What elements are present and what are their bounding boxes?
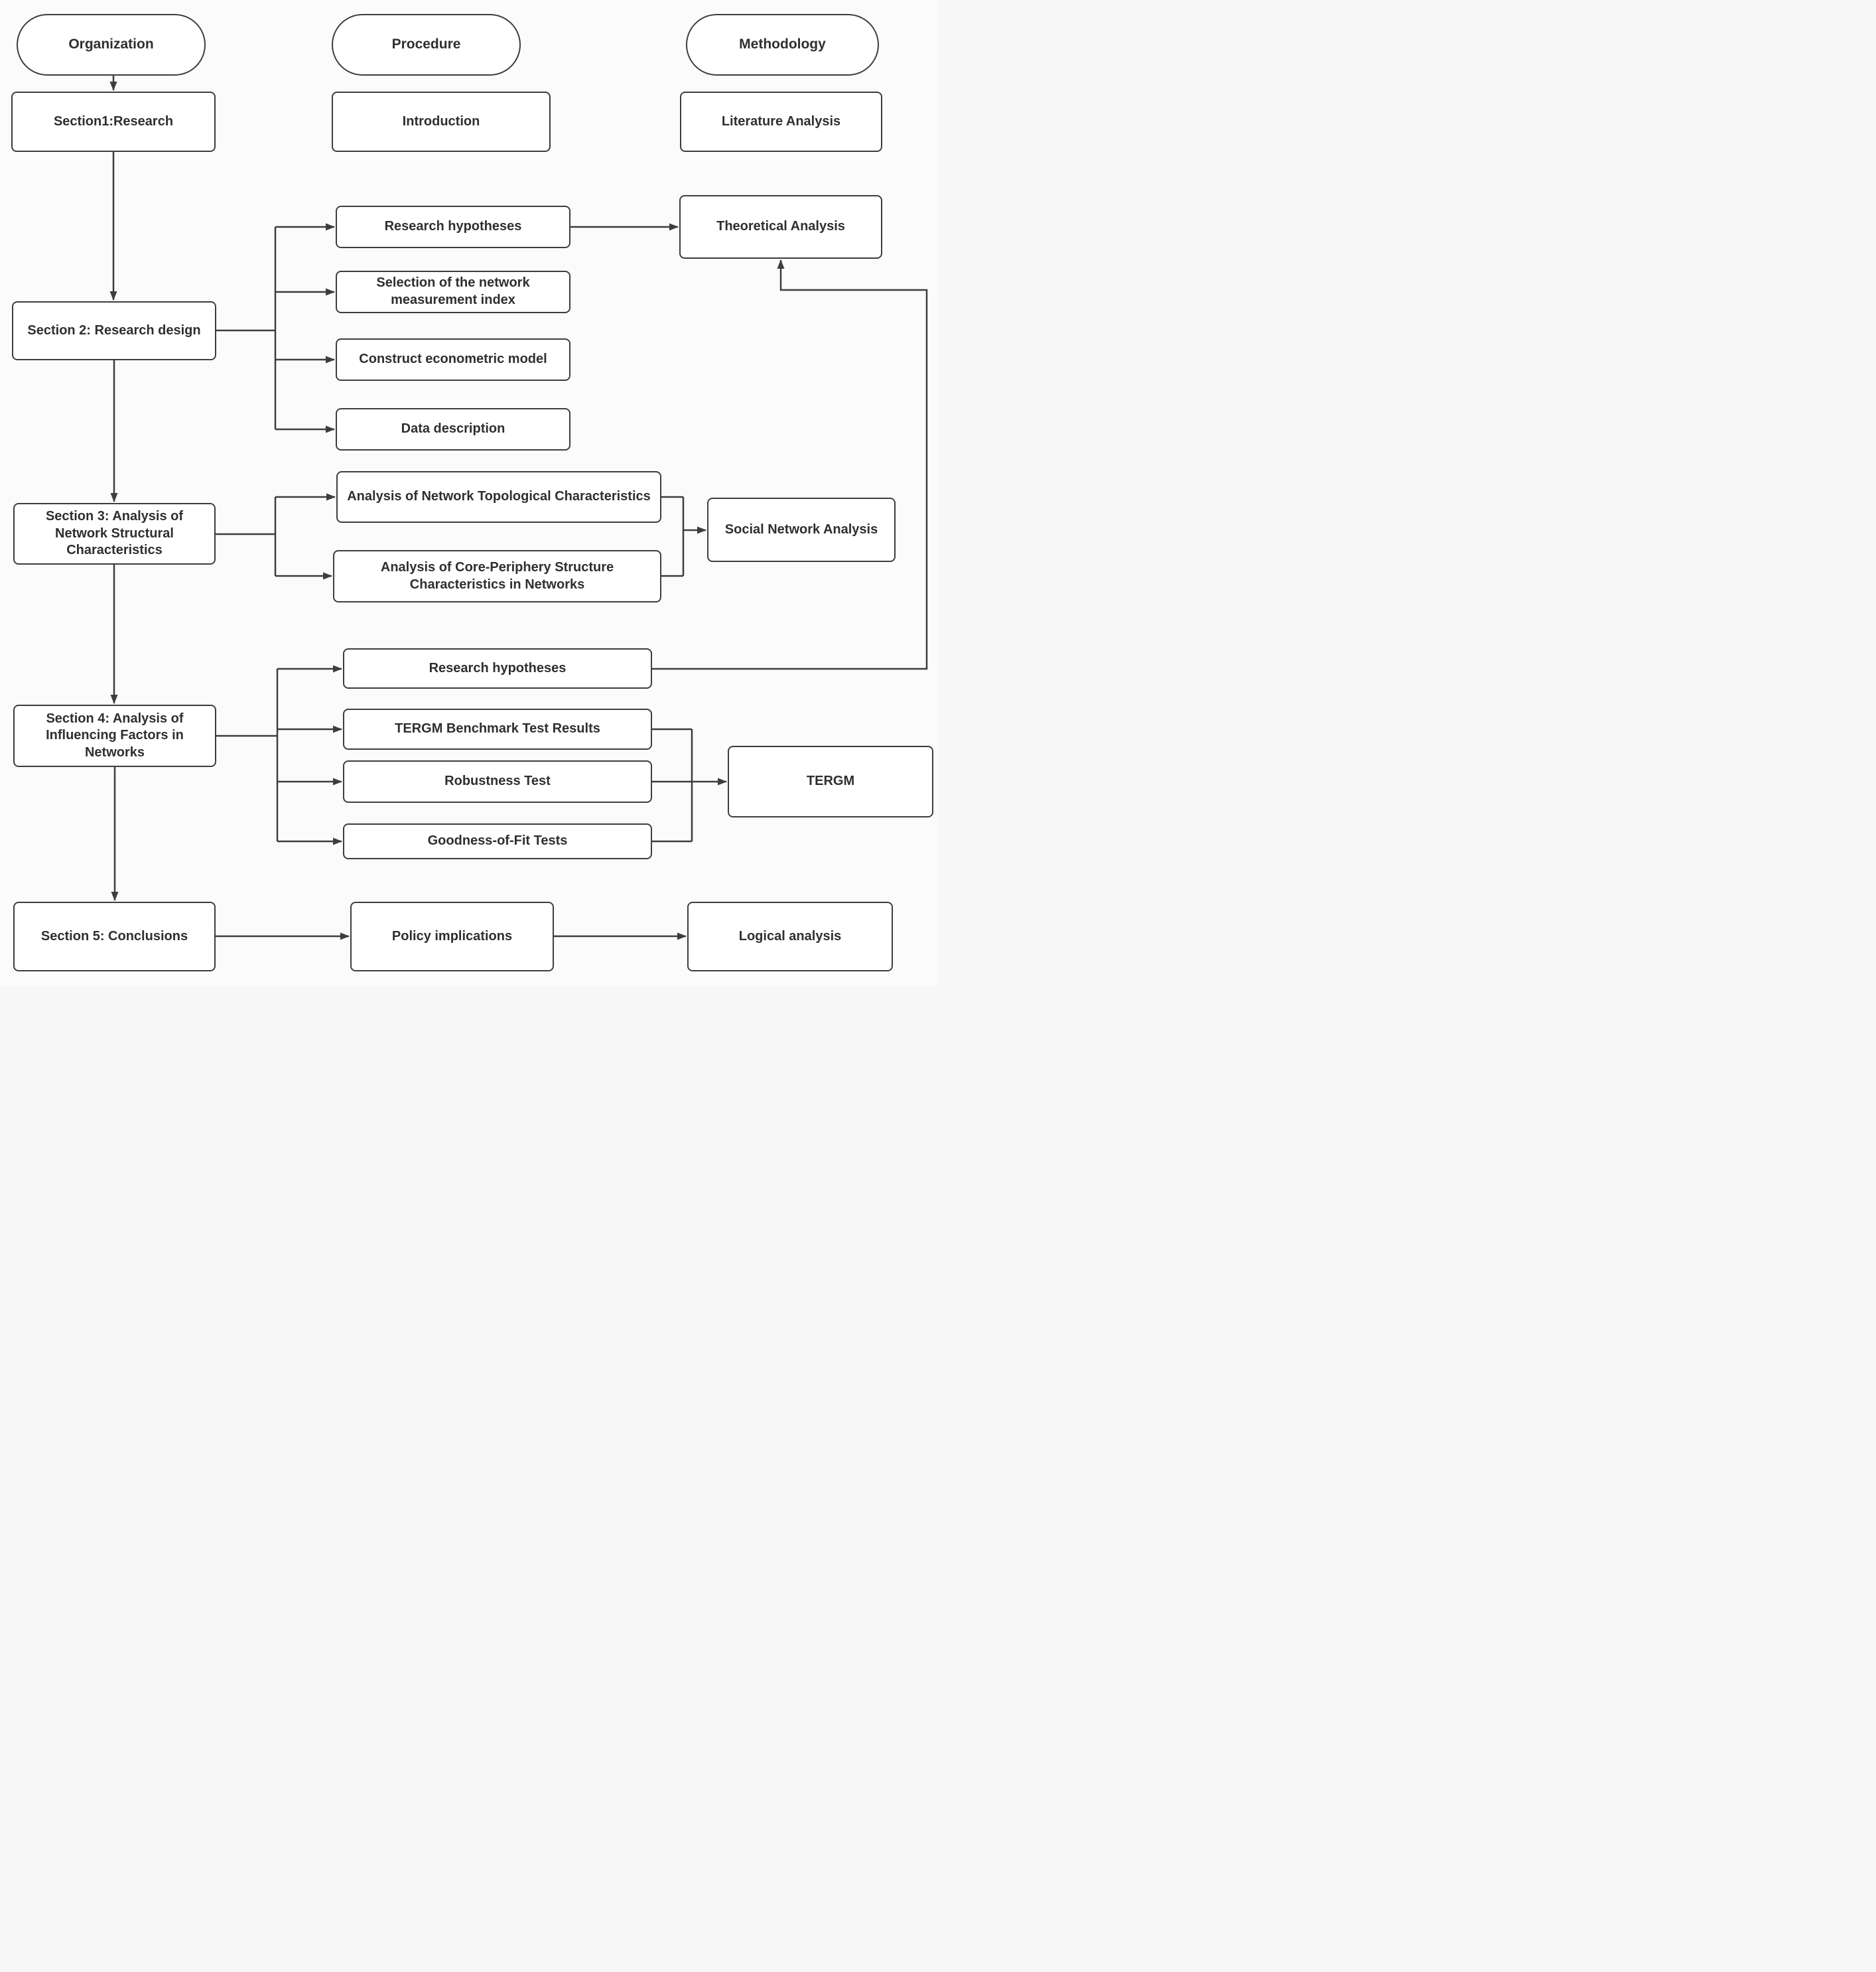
node-section5-label: Section 5: Conclusions bbox=[40, 928, 188, 944]
edge-rh2-theoretical bbox=[652, 259, 928, 670]
pill-procedure-label: Procedure bbox=[391, 36, 461, 52]
node-policy-implications: Policy implications bbox=[350, 902, 554, 971]
node-section4-label: Section 4: Analysis of Influencing Facto… bbox=[46, 711, 184, 760]
node-goodness-of-fit: Goodness-of-Fit Tests bbox=[343, 823, 652, 859]
node-section2: Section 2: Research design bbox=[12, 301, 216, 360]
pill-organization-label: Organization bbox=[68, 36, 154, 52]
node-section3-label: Section 3: Analysis of Network Structura… bbox=[45, 509, 184, 558]
node-theoretical-analysis-label: Theoretical Analysis bbox=[716, 219, 845, 234]
node-selection-index: Selection of the network measurement ind… bbox=[336, 271, 570, 313]
node-data-description-label: Data description bbox=[401, 421, 505, 437]
node-research-hypotheses-2-label: Research hypotheses bbox=[429, 660, 567, 675]
pill-procedure: Procedure bbox=[332, 14, 521, 76]
node-theoretical-analysis: Theoretical Analysis bbox=[679, 195, 882, 259]
node-social-network-analysis: Social Network Analysis bbox=[707, 498, 896, 562]
node-construct-model-label: Construct econometric model bbox=[359, 352, 547, 367]
node-data-description: Data description bbox=[336, 408, 570, 451]
node-tergm-benchmark-label: TERGM Benchmark Test Results bbox=[395, 721, 600, 737]
node-topological-label: Analysis of Network Topological Characte… bbox=[347, 489, 651, 504]
node-research-hypotheses-1-label: Research hypotheses bbox=[384, 219, 522, 234]
node-section2-label: Section 2: Research design bbox=[27, 322, 201, 338]
node-literature-analysis-label: Literature Analysis bbox=[721, 113, 841, 129]
pill-organization: Organization bbox=[17, 14, 206, 76]
node-selection-index-label: Selection of the network measurement ind… bbox=[376, 275, 530, 307]
connector-layer bbox=[109, 76, 928, 940]
node-policy-implications-label: Policy implications bbox=[391, 928, 513, 944]
node-introduction: Introduction bbox=[332, 92, 551, 152]
node-tergm: TERGM bbox=[728, 746, 933, 817]
node-research-hypotheses-2: Research hypotheses bbox=[343, 648, 652, 689]
flowchart-canvas: Organization Procedure Methodology Secti… bbox=[0, 0, 938, 986]
node-section4: Section 4: Analysis of Influencing Facto… bbox=[13, 705, 216, 767]
node-construct-model: Construct econometric model bbox=[336, 338, 570, 381]
node-section5: Section 5: Conclusions bbox=[13, 902, 216, 971]
node-research-hypotheses-1: Research hypotheses bbox=[336, 206, 570, 248]
pill-methodology: Methodology bbox=[686, 14, 879, 76]
node-core-periphery: Analysis of Core-Periphery Structure Cha… bbox=[333, 550, 661, 602]
node-tergm-label: TERGM bbox=[806, 774, 855, 789]
node-introduction-label: Introduction bbox=[402, 113, 480, 129]
node-tergm-benchmark: TERGM Benchmark Test Results bbox=[343, 709, 652, 750]
node-robustness-test-label: Robustness Test bbox=[444, 774, 551, 789]
node-logical-analysis: Logical analysis bbox=[687, 902, 893, 971]
node-section1-label: Section1:Research bbox=[53, 113, 174, 129]
node-section3: Section 3: Analysis of Network Structura… bbox=[13, 503, 216, 565]
node-robustness-test: Robustness Test bbox=[343, 760, 652, 803]
node-social-network-analysis-label: Social Network Analysis bbox=[724, 522, 878, 537]
node-core-periphery-label: Analysis of Core-Periphery Structure Cha… bbox=[380, 559, 614, 592]
node-topological: Analysis of Network Topological Characte… bbox=[336, 471, 661, 523]
node-literature-analysis: Literature Analysis bbox=[680, 92, 882, 152]
pill-methodology-label: Methodology bbox=[739, 36, 826, 52]
node-logical-analysis-label: Logical analysis bbox=[738, 928, 842, 944]
node-section1: Section1:Research bbox=[11, 92, 216, 152]
node-goodness-of-fit-label: Goodness-of-Fit Tests bbox=[427, 833, 568, 849]
